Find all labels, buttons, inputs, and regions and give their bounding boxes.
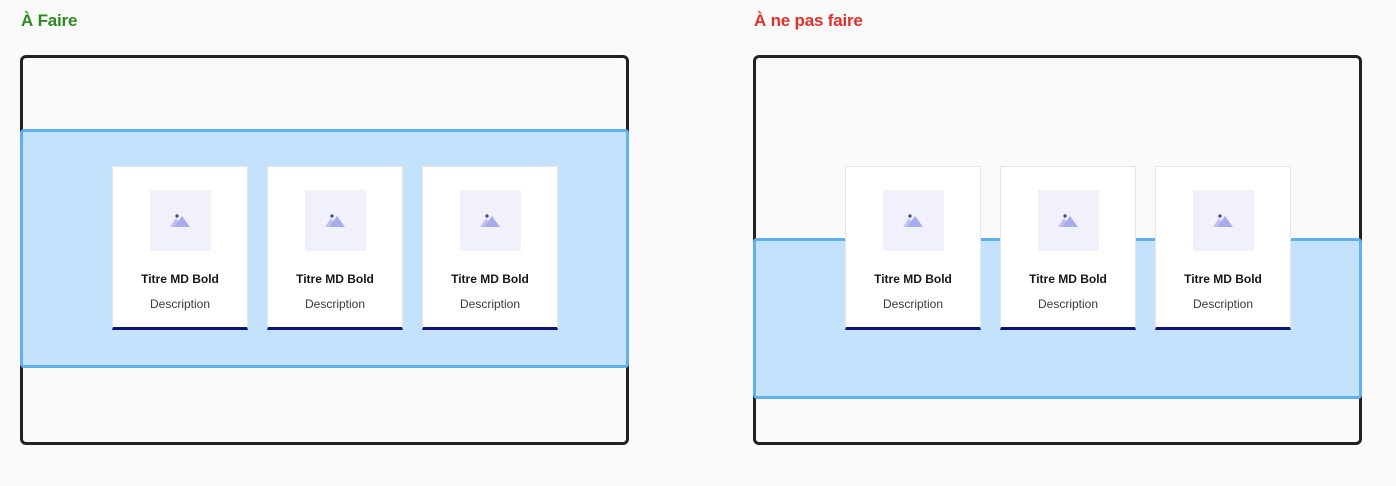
- card: Titre MD Bold Description: [1155, 166, 1291, 330]
- card-description: Description: [1037, 297, 1099, 311]
- card-description: Description: [304, 297, 366, 311]
- image-placeholder-icon: [305, 190, 366, 251]
- card-description: Description: [149, 297, 211, 311]
- dont-panel-title: À ne pas faire: [754, 11, 863, 30]
- card-title: Titre MD Bold: [1184, 272, 1262, 286]
- card: Titre MD Bold Description: [267, 166, 403, 330]
- card-row: Titre MD Bold Description Titre MD Bold …: [112, 166, 558, 330]
- card: Titre MD Bold Description: [422, 166, 558, 330]
- card: Titre MD Bold Description: [112, 166, 248, 330]
- card-description: Description: [1192, 297, 1254, 311]
- image-placeholder-icon: [460, 190, 521, 251]
- image-placeholder-icon: [883, 190, 944, 251]
- card-title: Titre MD Bold: [874, 272, 952, 286]
- dont-example-frame: Titre MD Bold Description Titre MD Bold …: [753, 55, 1362, 445]
- do-example-frame: Titre MD Bold Description Titre MD Bold …: [20, 55, 629, 445]
- do-panel-title: À Faire: [21, 11, 78, 30]
- card: Titre MD Bold Description: [1000, 166, 1136, 330]
- card-description: Description: [459, 297, 521, 311]
- card-title: Titre MD Bold: [451, 272, 529, 286]
- image-placeholder-icon: [1193, 190, 1254, 251]
- card: Titre MD Bold Description: [845, 166, 981, 330]
- card-title: Titre MD Bold: [141, 272, 219, 286]
- image-placeholder-icon: [150, 190, 211, 251]
- card-description: Description: [882, 297, 944, 311]
- card-title: Titre MD Bold: [296, 272, 374, 286]
- image-placeholder-icon: [1038, 190, 1099, 251]
- card-row: Titre MD Bold Description Titre MD Bold …: [845, 166, 1291, 330]
- card-title: Titre MD Bold: [1029, 272, 1107, 286]
